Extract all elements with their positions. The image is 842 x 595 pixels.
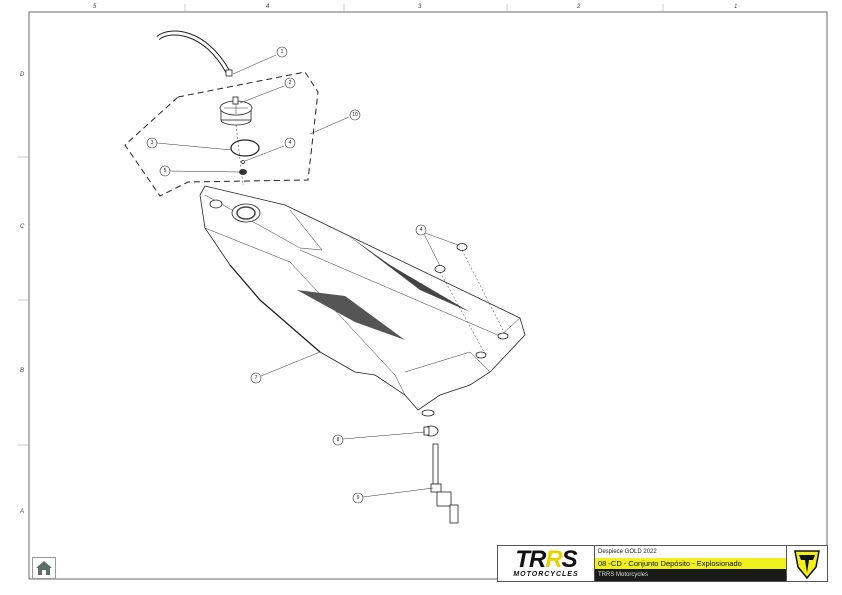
zone-row-c: C bbox=[20, 224, 25, 230]
balloon-1: 1 bbox=[276, 46, 288, 58]
zone-ticks bbox=[18, 4, 664, 446]
balloon-9: 9 bbox=[352, 492, 364, 504]
small-ball bbox=[241, 160, 245, 164]
balloon-10: 10 bbox=[349, 109, 361, 121]
filler-cap bbox=[219, 96, 253, 126]
fuel-tap bbox=[430, 443, 459, 524]
leader-lines bbox=[156, 54, 459, 498]
drawing-frame bbox=[28, 11, 828, 580]
breather-hose bbox=[156, 30, 233, 77]
zone-col-1: 1 bbox=[734, 4, 737, 10]
svg-text:10: 10 bbox=[352, 112, 358, 118]
zone-col-4: 4 bbox=[266, 4, 270, 10]
trrs-logo: TRRS MOTORCYCLES bbox=[498, 546, 595, 581]
hose-clamp bbox=[423, 425, 439, 437]
svg-text:9: 9 bbox=[357, 495, 360, 501]
svg-text:8: 8 bbox=[337, 437, 340, 443]
svg-text:5: 5 bbox=[164, 168, 167, 174]
balloon-4: 4 bbox=[284, 137, 296, 149]
o-ring bbox=[230, 139, 260, 157]
zone-row-d: D bbox=[20, 72, 25, 78]
drawing-title: 08 -CD - Conjunto Depósito - Explosionad… bbox=[595, 557, 786, 570]
zone-row-a: A bbox=[19, 509, 24, 515]
balloon-5: 5 bbox=[159, 165, 171, 177]
home-button[interactable] bbox=[32, 557, 56, 579]
zone-col-2: 2 bbox=[576, 4, 581, 10]
svg-text:1: 1 bbox=[281, 49, 284, 55]
title-info: Despiece GOLD 2022 08 -CD - Conjunto Dep… bbox=[595, 546, 787, 582]
company-name: TRRS Motorcycles bbox=[595, 569, 786, 582]
trrs-shield-logo bbox=[787, 546, 827, 581]
grommets bbox=[434, 243, 506, 353]
home-icon bbox=[36, 561, 52, 575]
svg-text:2: 2 bbox=[289, 80, 292, 86]
logo-subtitle: MOTORCYCLES bbox=[513, 571, 579, 578]
balloon-7: 7 bbox=[250, 372, 262, 384]
kit-outline bbox=[124, 71, 319, 197]
zone-row-b: B bbox=[20, 368, 24, 374]
svg-text:3: 3 bbox=[151, 140, 154, 146]
project-name: Despiece GOLD 2022 bbox=[598, 548, 657, 555]
fuel-tank bbox=[199, 185, 526, 417]
zone-col-3: 3 bbox=[418, 4, 422, 10]
balloon-8: 8 bbox=[332, 434, 344, 446]
valve bbox=[239, 169, 247, 175]
svg-text:4: 4 bbox=[420, 227, 423, 233]
svg-text:4: 4 bbox=[289, 140, 292, 146]
title-block: TRRS MOTORCYCLES Despiece GOLD 2022 08 -… bbox=[497, 545, 828, 582]
zone-col-5: 5 bbox=[93, 4, 97, 10]
balloon-3: 3 bbox=[146, 137, 158, 149]
balloon-4-grommets: 4 bbox=[415, 224, 427, 236]
svg-text:7: 7 bbox=[255, 375, 258, 381]
balloon-2: 2 bbox=[284, 77, 296, 89]
